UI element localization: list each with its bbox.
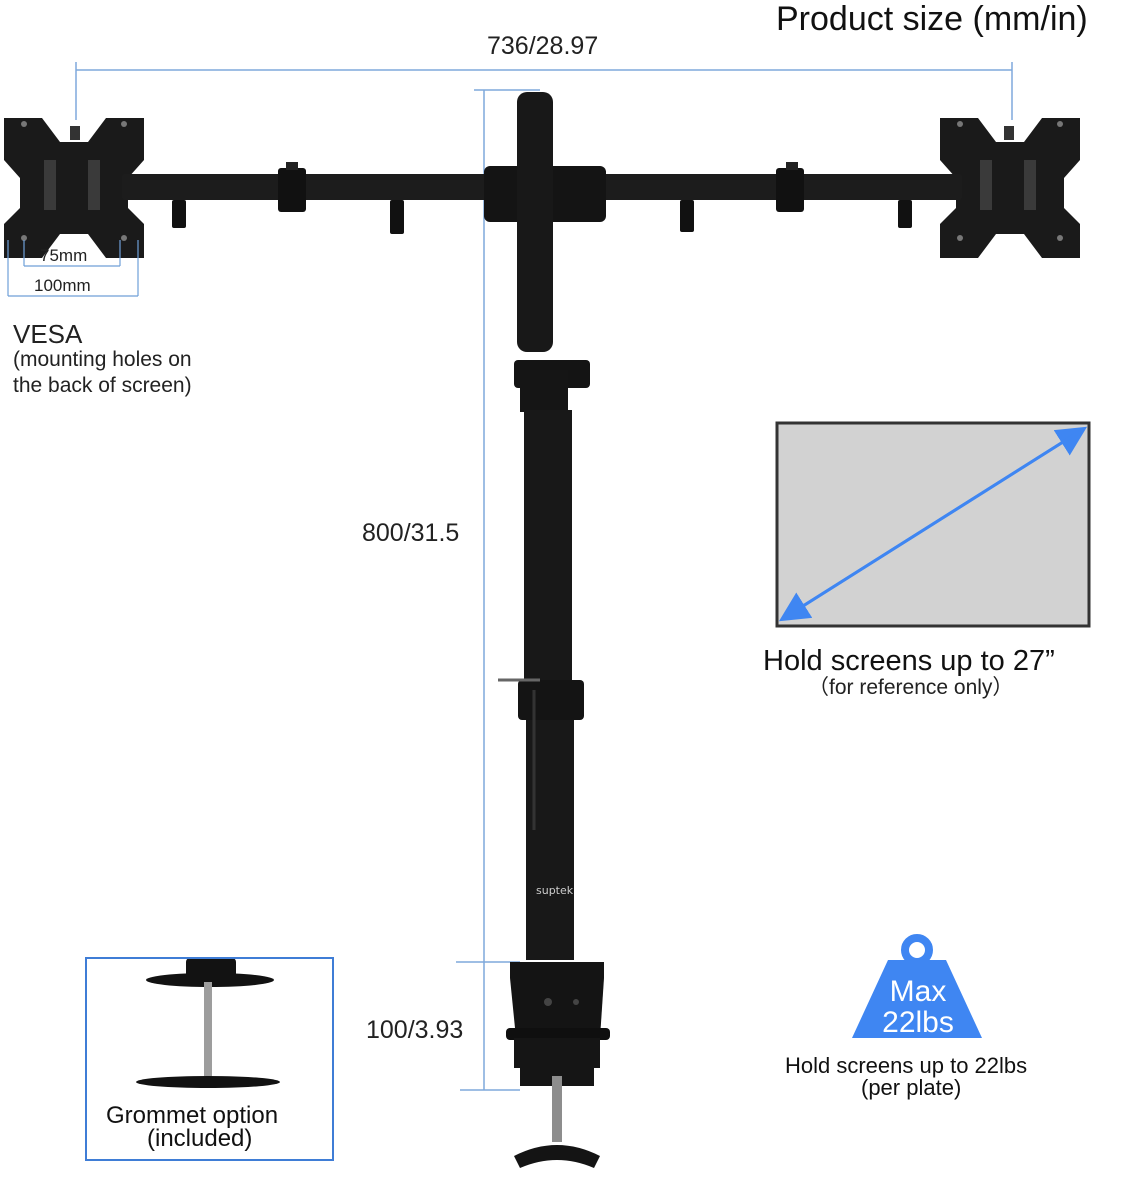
vesa-description-line-2: the back of screen) <box>13 374 192 397</box>
pole-height-dimension-label: 800/31.5 <box>362 519 460 547</box>
grommet-illustration <box>136 958 280 1088</box>
width-dimension-line <box>75 62 1013 120</box>
screen-size-illustration <box>775 421 1091 628</box>
weight-badge-line-2: 22lbs <box>882 1006 954 1039</box>
left-vesa-plate <box>4 118 144 258</box>
right-vesa-plate <box>940 118 1080 258</box>
grommet-box <box>85 957 334 1161</box>
grommet-label-line-2: (included) <box>147 1125 253 1152</box>
width-dimension-label: 736/28.97 <box>487 32 599 60</box>
right-arm <box>578 162 962 232</box>
weight-description-line-2: (per plate) <box>861 1075 962 1100</box>
vesa-title: VESA <box>13 319 83 349</box>
vesa-large-label: 100mm <box>34 276 91 295</box>
weight-icon <box>852 934 982 1038</box>
height-dimension-line <box>456 89 540 1091</box>
vesa-description-line-1: (mounting holes on <box>13 348 192 371</box>
weight-description-line-1: Hold screens up to 22lbs <box>785 1053 1028 1078</box>
left-arm <box>122 162 488 234</box>
desk-clamp <box>506 962 610 1168</box>
screen-size-note: （for reference only） <box>808 676 1014 699</box>
weight-badge-line-1: Max <box>889 975 947 1008</box>
vesa-measure-lines <box>7 240 139 297</box>
vesa-small-label: 75mm <box>40 246 88 265</box>
clamp-height-dimension-label: 100/3.93 <box>366 1016 464 1044</box>
grommet-label-line-1: Grommet option <box>106 1102 279 1129</box>
pole <box>498 92 590 960</box>
product-size-heading: Product size (mm/in) <box>776 0 1088 38</box>
brand-mark: suptek <box>536 884 574 897</box>
screen-size-title: Hold screens up to 27” <box>763 645 1055 677</box>
